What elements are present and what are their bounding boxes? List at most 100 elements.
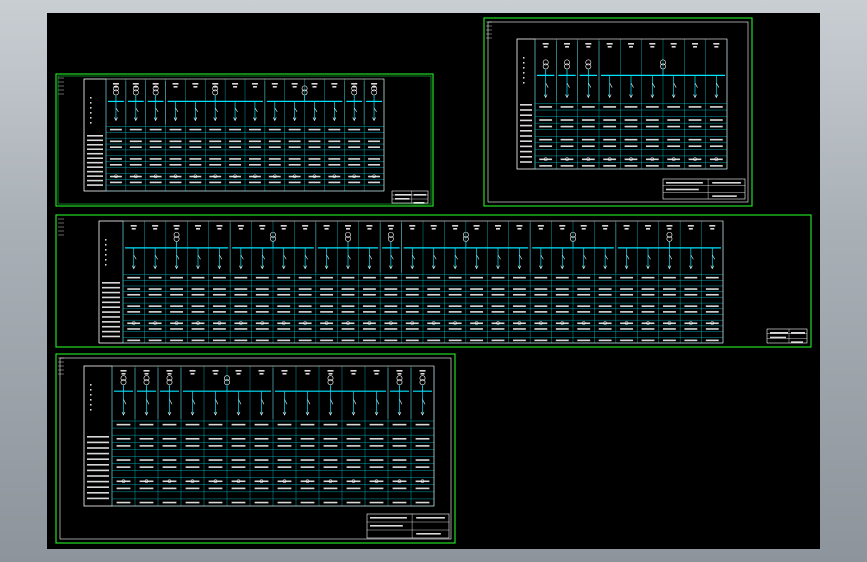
text-mark xyxy=(537,225,544,227)
text-mark xyxy=(641,328,655,330)
text-mark xyxy=(520,145,532,148)
text-mark xyxy=(149,128,162,131)
meter-symbol xyxy=(303,321,307,325)
text-mark xyxy=(105,239,107,241)
meter-symbol xyxy=(282,479,287,484)
text-mark xyxy=(384,288,398,290)
transformer-symbol xyxy=(143,379,150,386)
text-mark xyxy=(392,459,407,461)
text-mark xyxy=(300,487,315,490)
text-mark xyxy=(102,330,120,333)
breaker-symbol xyxy=(284,399,288,405)
text-mark xyxy=(320,276,333,279)
text-mark xyxy=(90,404,92,406)
transformer-symbol xyxy=(132,85,139,92)
text-mark xyxy=(327,370,334,372)
text-mark xyxy=(684,293,698,296)
text-mark xyxy=(248,140,261,143)
arrow-symbol xyxy=(714,94,719,99)
transformer-symbol xyxy=(120,379,127,386)
text-mark xyxy=(229,181,242,184)
text-mark xyxy=(624,145,638,148)
text-mark xyxy=(254,487,269,490)
text-mark xyxy=(116,459,131,461)
text-mark xyxy=(323,423,338,426)
text-mark xyxy=(254,438,269,440)
text-mark xyxy=(144,373,149,375)
text-mark xyxy=(663,288,676,290)
arrow-symbol xyxy=(629,94,633,99)
text-mark xyxy=(208,445,223,447)
transformer-symbol xyxy=(113,85,119,92)
text-mark xyxy=(277,480,292,483)
arrow-symbol xyxy=(496,265,500,270)
text-mark xyxy=(87,184,103,186)
text-mark xyxy=(162,423,177,426)
text-mark xyxy=(368,140,381,143)
meter-symbol xyxy=(233,174,237,179)
text-mark xyxy=(560,145,574,148)
text-mark xyxy=(90,394,92,396)
arrow-symbol xyxy=(581,265,586,270)
text-mark xyxy=(255,328,269,330)
text-mark xyxy=(415,480,430,483)
text-mark xyxy=(90,409,92,411)
text-mark xyxy=(367,228,372,230)
breaker-symbol xyxy=(307,399,311,405)
transformer-symbol xyxy=(564,59,570,66)
cad-model-space[interactable] xyxy=(47,13,820,549)
breaker-symbol xyxy=(347,254,351,260)
text-mark xyxy=(392,466,407,468)
text-mark xyxy=(208,501,223,504)
text-mark xyxy=(534,293,548,296)
text-mark xyxy=(87,135,103,137)
text-mark xyxy=(603,158,617,161)
text-mark xyxy=(231,487,246,490)
arrow-symbol xyxy=(332,117,337,122)
arrow-symbol xyxy=(114,117,118,122)
text-mark xyxy=(231,466,246,468)
drawing-canvas[interactable] xyxy=(47,13,820,549)
text-mark xyxy=(191,276,205,279)
text-mark xyxy=(109,164,122,166)
arrow-symbol xyxy=(190,411,195,416)
text-mark xyxy=(277,328,291,330)
arrow-symbol xyxy=(474,265,479,270)
arrow-symbol xyxy=(312,117,317,122)
text-mark xyxy=(105,264,107,266)
text-mark xyxy=(645,119,659,121)
text-mark xyxy=(539,106,553,108)
text-mark xyxy=(645,145,659,148)
text-mark xyxy=(277,501,292,504)
text-mark xyxy=(190,373,195,375)
meter-symbol xyxy=(193,174,198,179)
text-mark xyxy=(369,445,384,447)
text-mark xyxy=(603,119,617,121)
text-mark xyxy=(328,158,341,160)
title-block xyxy=(391,190,429,204)
arrow-symbol xyxy=(193,117,198,122)
text-mark xyxy=(646,228,650,230)
text-mark xyxy=(491,293,505,296)
breaker-symbol xyxy=(304,254,308,260)
text-mark xyxy=(90,389,92,391)
text-mark xyxy=(607,46,612,48)
text-mark xyxy=(208,423,223,426)
breaker-symbol xyxy=(326,254,330,260)
meter-symbol xyxy=(260,321,265,325)
text-mark xyxy=(539,119,553,121)
text-mark xyxy=(233,86,238,88)
arrow-symbol xyxy=(167,411,172,416)
text-mark xyxy=(413,202,425,204)
text-mark xyxy=(705,276,719,279)
text-mark xyxy=(328,146,341,148)
text-mark xyxy=(405,288,419,290)
text-mark xyxy=(392,445,407,447)
arrow-symbol xyxy=(217,265,222,270)
breaker-symbol xyxy=(373,107,377,113)
text-mark xyxy=(87,139,103,142)
breaker-symbol xyxy=(219,254,223,260)
breaker-symbol xyxy=(716,82,720,88)
arrow-symbol xyxy=(121,411,126,416)
text-mark xyxy=(620,322,633,325)
